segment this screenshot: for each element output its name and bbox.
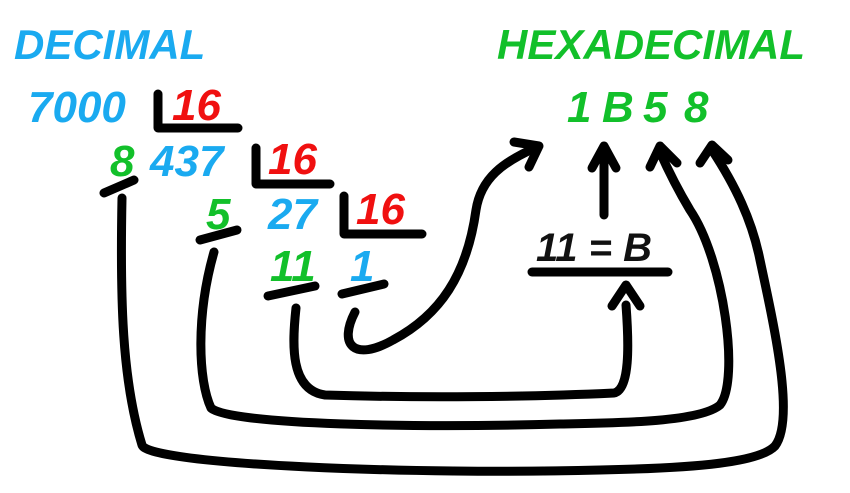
divisor-1: 16: [172, 81, 221, 130]
remainder-1: 8: [110, 137, 135, 186]
decimal-heading: DECIMAL: [14, 21, 206, 68]
arrowhead-digit-3: [645, 141, 682, 172]
hexadecimal-heading: HEXADECIMAL: [497, 21, 806, 68]
arrow-8-to-digit-4: [116, 145, 788, 476]
division-bracket-3: [339, 191, 427, 239]
remainder-underline-11: [263, 281, 320, 301]
quotient-2: 27: [268, 190, 317, 239]
remainder-3: 11: [270, 242, 316, 291]
divisor-3: 16: [356, 185, 405, 234]
conversion-note: 11 = B: [536, 226, 652, 270]
arrow-5-to-digit-3: [196, 147, 734, 431]
quotient-3: 1: [350, 242, 375, 291]
arrow-11-to-b: [289, 300, 633, 402]
dividend: 7000: [28, 83, 126, 132]
hex-digit-3: 5: [643, 83, 668, 132]
hex-digit-4: 8: [684, 83, 709, 132]
arrowhead-digit-4: [695, 140, 733, 168]
arrowhead-conversion: [607, 280, 645, 311]
division-bracket-2: [251, 143, 335, 189]
arrowhead-digit-2: [587, 141, 621, 173]
remainder-2: 5: [206, 190, 231, 239]
arrowhead-digit-1: [509, 137, 544, 172]
quotient-1: 437: [150, 137, 224, 186]
remainder-underline-5: [195, 225, 242, 245]
remainder-underline-1: [337, 279, 389, 299]
remainder-underline-8: [99, 175, 139, 198]
hex-digit-1: 1: [567, 83, 592, 132]
hex-digit-2: B: [602, 83, 634, 132]
division-bracket-1: [153, 89, 243, 133]
arrow-1-to-digit-1: [343, 142, 542, 355]
divisor-2: 16: [268, 135, 317, 184]
